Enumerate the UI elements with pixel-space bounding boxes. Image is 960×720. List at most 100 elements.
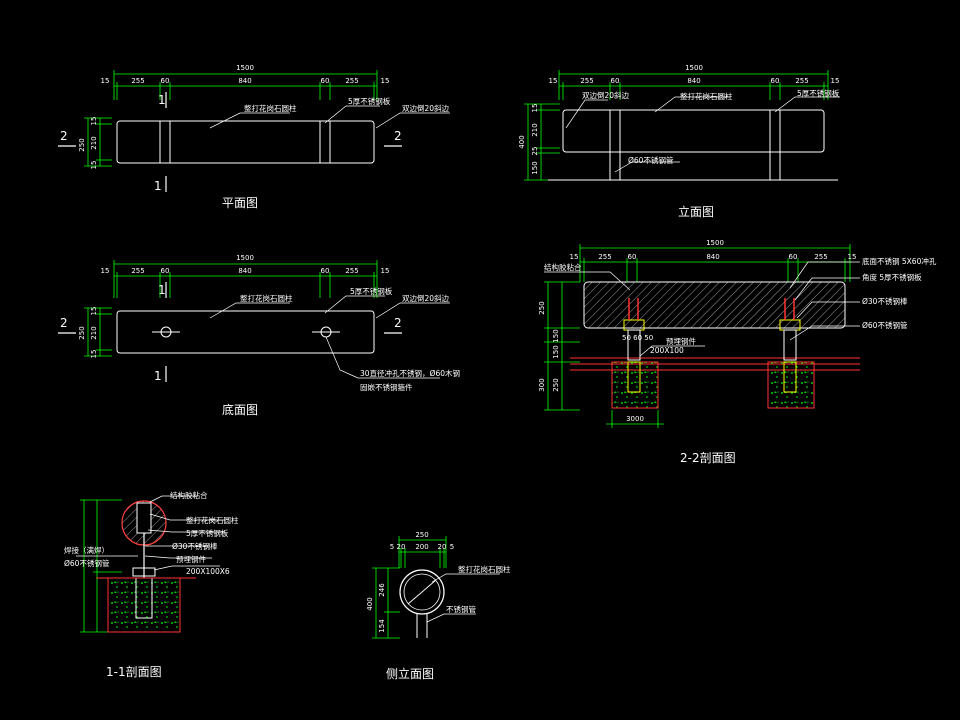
- bottom-section-2-left: 2: [60, 316, 68, 330]
- sec22-label-pipe: Ø60不锈钢管: [862, 320, 908, 330]
- sec11-label-weld: 焊接（满焊）: [64, 545, 109, 555]
- plan-section-1-bottom: 1: [154, 179, 162, 193]
- plan-height-1: 15: [90, 117, 98, 126]
- bottom-hole-left: [152, 326, 180, 338]
- bottom-seg-1: 15: [101, 267, 110, 275]
- plan-seg-5: 60: [321, 77, 330, 85]
- plan-leaders: [209, 105, 450, 129]
- sec22-overall-dim: 1500: [706, 239, 724, 247]
- side-elevation-view: 250 5 20 200 20 5 400 246 154 整打花岗石圆柱 不锈…: [366, 531, 511, 681]
- side-left-dims: [372, 567, 400, 639]
- side-plate-diagonal: [407, 579, 437, 605]
- sec22-dim-chain: [579, 244, 851, 282]
- sec11-label-embed-size: 200X100X6: [186, 567, 230, 576]
- sec22-seg-1: 15: [570, 253, 579, 261]
- sec22-footing-dim: [606, 410, 664, 428]
- elev-overall-dim: 1500: [685, 64, 703, 72]
- sec22-left-dims: [544, 281, 580, 411]
- bottom-seg-5: 60: [321, 267, 330, 275]
- plan-seg-7: 15: [381, 77, 390, 85]
- sec11-leaders: [76, 495, 225, 571]
- elev-label-stone: 整打花岗石圆柱: [680, 91, 733, 101]
- bottom-seg-7: 15: [381, 267, 390, 275]
- sec11-title: 1-1剖面图: [106, 665, 162, 679]
- side-stone-inner: [403, 573, 441, 611]
- sec22-web-dims: 50 60 50: [622, 334, 653, 342]
- plan-section-markers: [58, 92, 402, 192]
- sec22-seg-7: 15: [848, 253, 857, 261]
- sec22-leaders: [544, 261, 860, 357]
- elev-seg-1: 15: [549, 77, 558, 85]
- elev-label-chamfer: 双边倒20斜边: [582, 90, 630, 100]
- bottom-bench-outline: [116, 310, 375, 354]
- plan-height-total: 250: [78, 138, 86, 151]
- sec22-seg-6: 255: [814, 253, 827, 261]
- bottom-section-2-right: 2: [394, 316, 402, 330]
- bottom-seg-6: 255: [345, 267, 358, 275]
- elevation-view: 1500 15 255 60 840 60 255 15 400 15 210 …: [518, 64, 840, 219]
- side-top-seg-1: 5: [390, 543, 394, 551]
- sec22-label-plate-a: 底面不锈钢 5X60冲孔: [862, 256, 937, 266]
- sec22-seg-2: 255: [598, 253, 611, 261]
- plan-title: 平面图: [222, 196, 258, 210]
- elev-seg-6: 255: [795, 77, 808, 85]
- sec11-label-embed: 预埋钢件: [176, 554, 206, 564]
- plan-seg-3: 60: [161, 77, 170, 85]
- side-height-2: 154: [378, 619, 386, 633]
- plan-label-chamfer: 双边倒20斜边: [402, 103, 450, 113]
- sec22-leg-right: [767, 298, 815, 409]
- sec22-dim-2: 150: [552, 329, 560, 342]
- bottom-left-dims: [84, 307, 112, 357]
- side-leaders: [426, 573, 500, 623]
- elev-seg-2: 255: [580, 77, 593, 85]
- plan-left-dims: [84, 117, 112, 167]
- sec22-bench-hatch: [583, 281, 846, 329]
- side-top-seg-2: 20: [397, 543, 406, 551]
- elev-lower-dim: 150: [531, 161, 539, 174]
- sec22-label-base: 预埋钢件: [666, 336, 696, 346]
- bottom-hole-right: [312, 326, 340, 338]
- sec11-plate-slot: [136, 502, 152, 534]
- side-top-total: 250: [415, 531, 428, 539]
- sec22-seg-5: 60: [789, 253, 798, 261]
- side-top-dims: [398, 536, 447, 568]
- side-height-total: 400: [366, 597, 374, 610]
- bottom-label-hole-2: 固嵌不锈钢箍件: [360, 382, 413, 392]
- bottom-section-1-top: 1: [158, 283, 166, 297]
- bottom-label-stone: 整打花岗石圆柱: [240, 293, 293, 303]
- plan-seg-2: 255: [131, 77, 144, 85]
- elev-dim-chain: [558, 70, 829, 100]
- side-title: 侧立面图: [386, 666, 434, 681]
- elev-height-2: 210: [531, 123, 539, 136]
- plan-bench-outline: [116, 120, 375, 164]
- bottom-overall-dim: 1500: [236, 254, 254, 262]
- elev-bench-outline: [562, 109, 825, 153]
- plan-height-2: 210: [90, 136, 98, 149]
- plan-height-3: 15: [90, 161, 98, 170]
- plan-overall-dim: 1500: [236, 64, 254, 72]
- plan-label-stone: 整打花岗石圆柱: [244, 103, 297, 113]
- elev-legs: [548, 110, 838, 181]
- sec11-label-glue: 结构胶粘合: [170, 490, 208, 500]
- plan-view: 1500 15 255 60 840 60 255 15 250 15 210 …: [58, 64, 450, 210]
- sec22-seg-3: 60: [628, 253, 637, 261]
- sec22-label-rod: Ø30不锈钢棒: [862, 296, 908, 306]
- bottom-section-1-bottom: 1: [154, 369, 162, 383]
- sec22-title: 2-2剖面图: [680, 451, 736, 465]
- elev-left-dims: [524, 103, 560, 181]
- bottom-seg-2: 255: [131, 267, 144, 275]
- bottom-title: 底面图: [222, 402, 258, 417]
- side-top-seg-4: 20: [438, 543, 447, 551]
- bottom-seg-4: 840: [238, 267, 251, 275]
- sec11-embed-plate: [132, 567, 156, 577]
- sec22-dim-5: 250: [552, 378, 560, 391]
- sec11-label-rod: Ø30不锈钢棒: [172, 541, 218, 551]
- elev-seg-4: 840: [687, 77, 700, 85]
- plan-section-1-top: 1: [158, 93, 166, 107]
- sec11-label-plate: 5厚不锈钢板: [186, 528, 229, 538]
- elev-height-total: 400: [518, 135, 526, 148]
- bottom-label-plate: 5厚不锈钢板: [350, 286, 393, 296]
- sec22-label-base-size: 200X100: [650, 346, 684, 355]
- sec11-label-stone: 整打花岗石圆柱: [186, 515, 239, 525]
